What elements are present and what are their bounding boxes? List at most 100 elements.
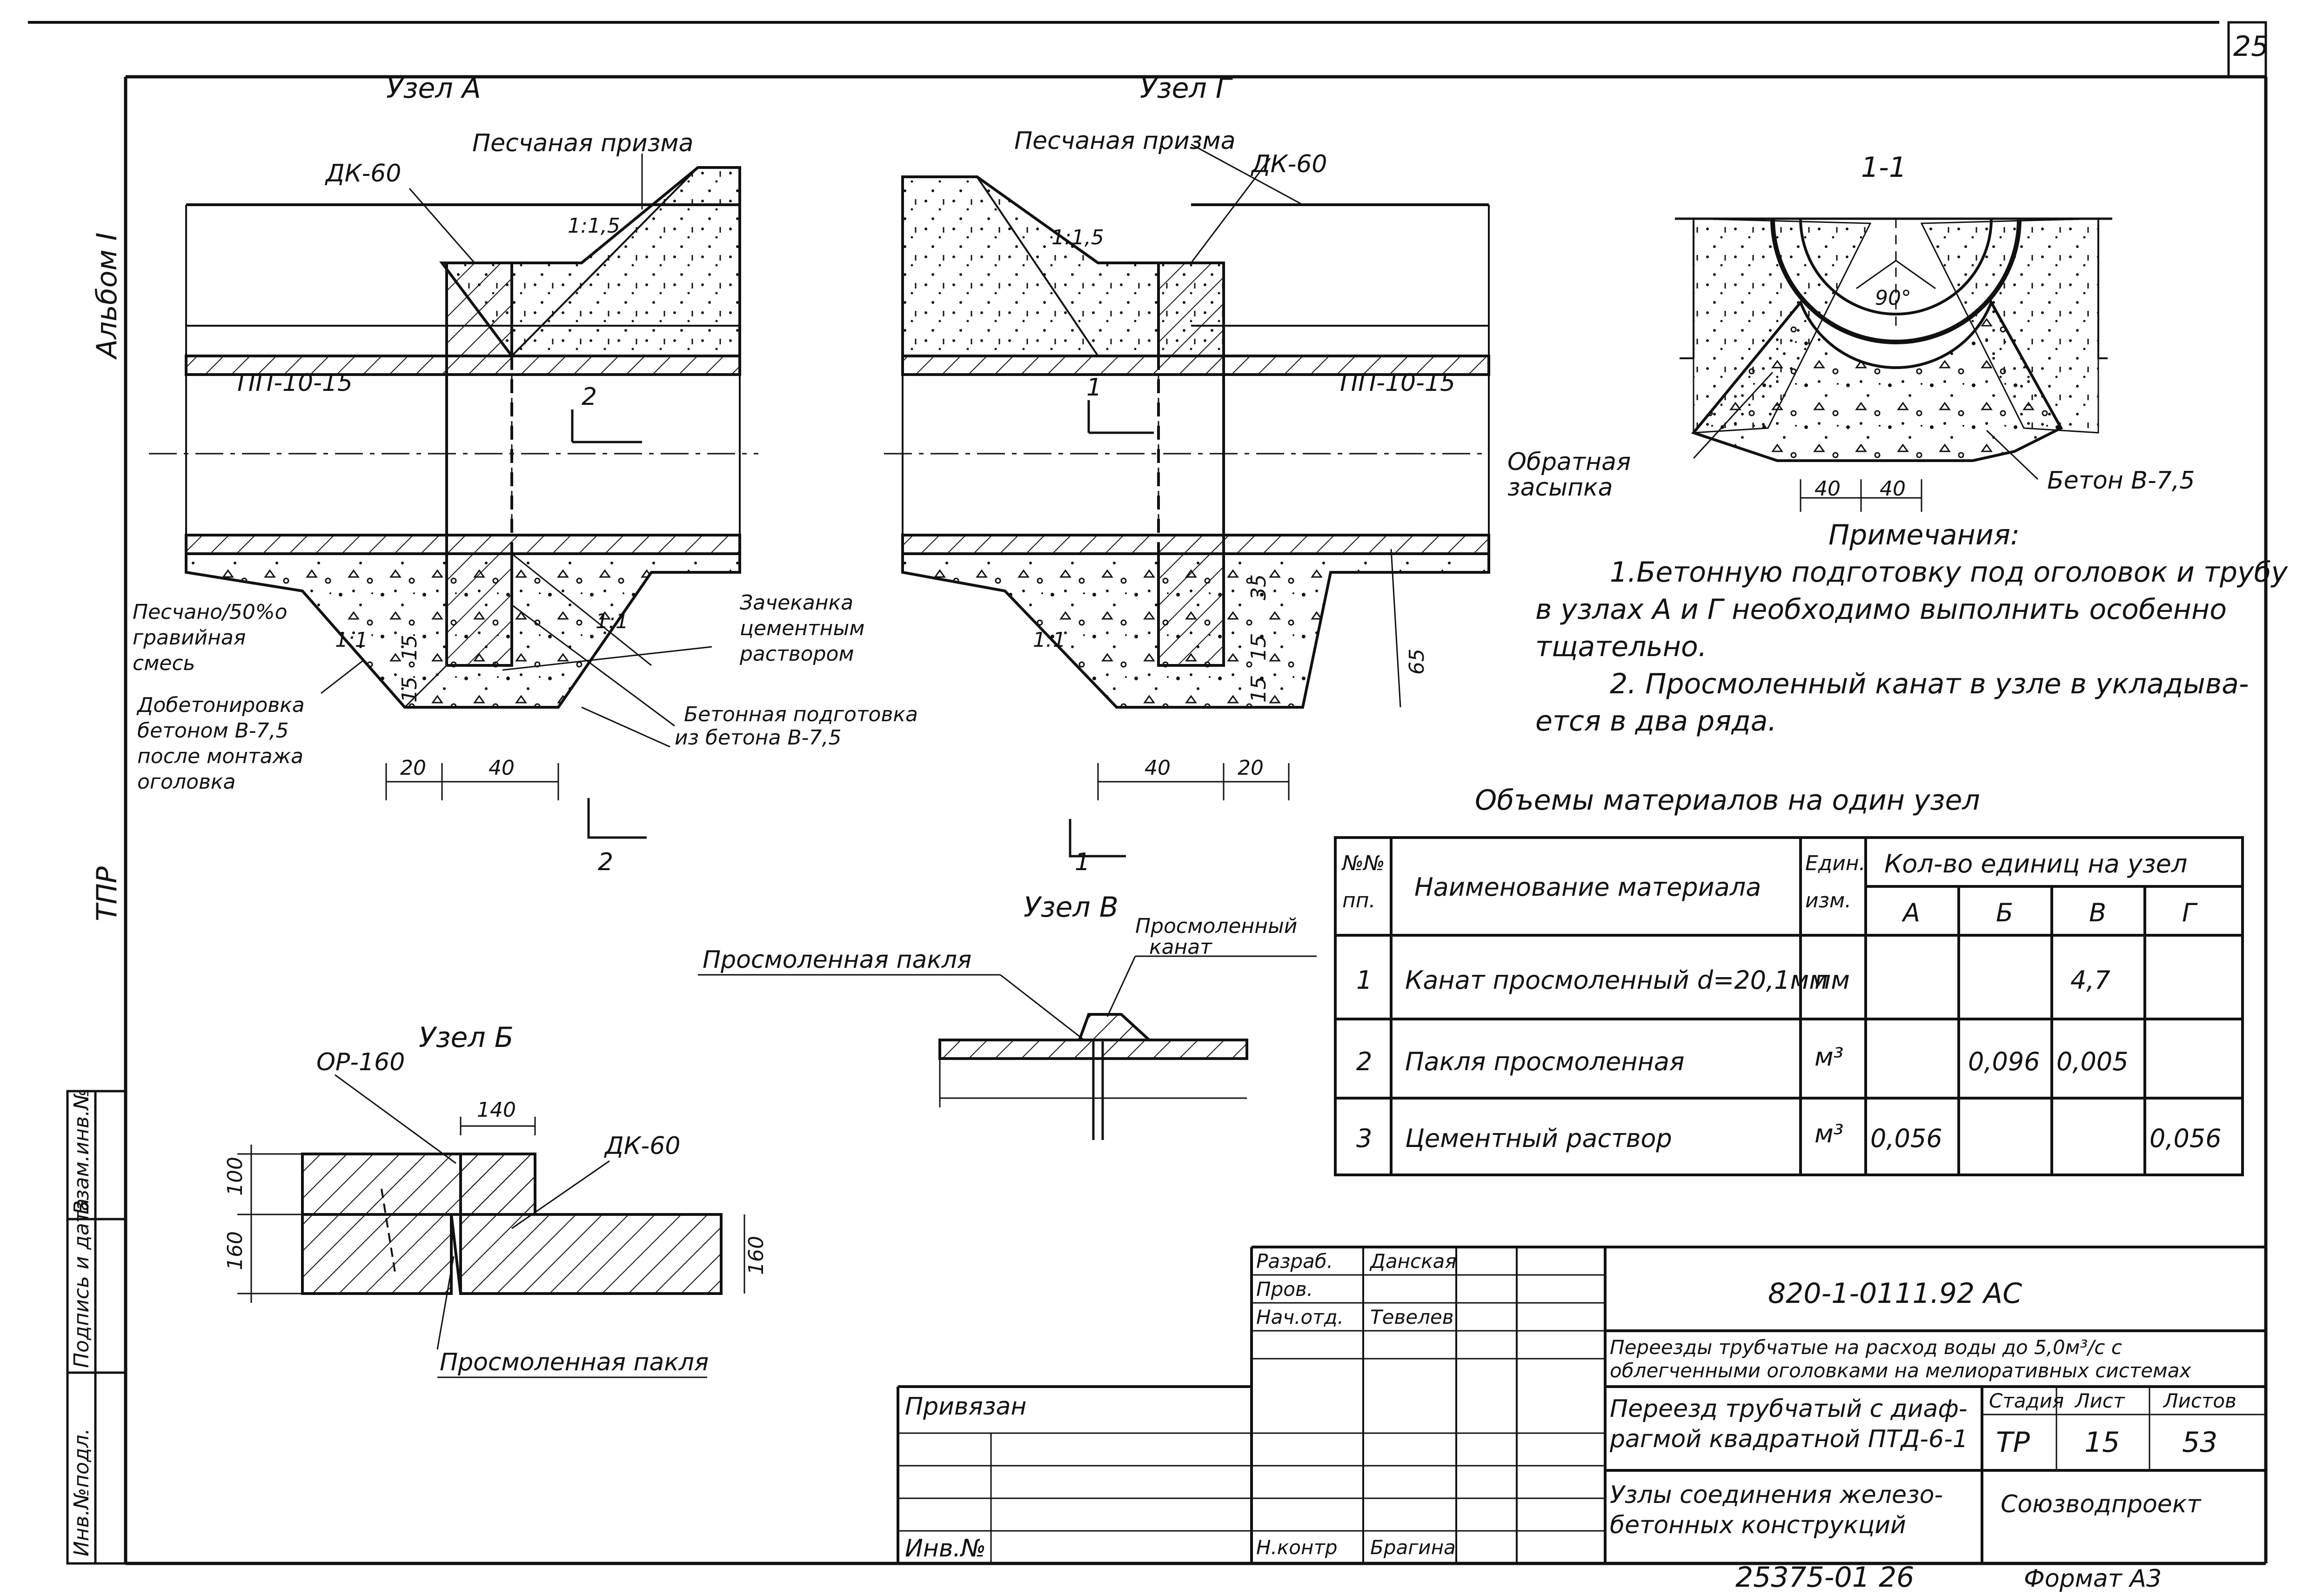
uzel-a-drawing [149, 154, 758, 839]
uzel-a-sand-gravel-2: гравийная [133, 626, 246, 650]
mt-col-name: Наименование материала [1414, 872, 1761, 902]
tb-razrab: Разраб. [1256, 1250, 1333, 1273]
section-11-concrete: Бетон В-7,5 [2047, 467, 2195, 495]
uzel-v-drawing [698, 955, 1317, 1140]
uzel-b-title: Узел Б [419, 1021, 514, 1054]
section-11-backfill-2: засыпка [1507, 474, 1613, 502]
mt-col-qty: Кол-во единиц на узел [1884, 849, 2187, 878]
uzel-b-or: ОР-160 [316, 1048, 405, 1076]
uzel-g-dim-40: 40 [1145, 756, 1171, 780]
tb-razrab-name: Данская [1369, 1250, 1456, 1273]
tb-doc-code: 820-1-0111.92 АС [1768, 1277, 2022, 1310]
mt-row1-unit: пм [1815, 966, 1850, 995]
tb-content-2: бетонных конструкций [1610, 1511, 1906, 1539]
uzel-g-title: Узел Г [1140, 72, 1233, 105]
mt-sub-v: В [2089, 898, 2106, 927]
notes-2-l1: 2. Просмоленный канат в узле в укладыва- [1610, 668, 2249, 700]
uzel-g-dk: ДК-60 [1251, 150, 1327, 178]
uzel-a-slope1: 1:1,5 [568, 214, 620, 238]
tb-sheet-title-2: рагмой квадратной ПТД-6-1 [1609, 1425, 1968, 1453]
mt-row3-no: 3 [1356, 1124, 1372, 1153]
tb-content-1: Узлы соединения железо- [1610, 1481, 1943, 1509]
section-11-dim-40a: 40 [1815, 477, 1841, 501]
tb-nkontr: Н.контр [1256, 1536, 1338, 1559]
uzel-g-slope2: 1:1 [1033, 628, 1066, 652]
uzel-a-title: Узел А [386, 72, 481, 105]
notes-1-l3: тщательно. [1535, 630, 1707, 663]
uzel-a-concreting-4: оголовка [137, 770, 235, 794]
uzel-b-dim-140: 140 [477, 1098, 516, 1122]
uzel-b-dim-160a: 160 [223, 1231, 247, 1270]
section-11-dim-40b: 40 [1880, 477, 1906, 501]
tpr-label: ТПР [91, 866, 123, 921]
uzel-a-caulk-2: цементным [740, 617, 864, 640]
tb-privyazan: Привязан [905, 1393, 1026, 1421]
tb-sheet-title-1: Переезд трубчатый с диаф- [1610, 1395, 1968, 1423]
tb-sheets: 53 [2182, 1426, 2217, 1459]
notes-1-l2: в узлах А и Г необходимо выполнить особе… [1535, 593, 2227, 626]
section-11-drawing [1675, 217, 2112, 512]
mt-row3-g: 0,056 [2149, 1124, 2222, 1153]
mt-sub-g: Г [2182, 898, 2198, 927]
uzel-a-caulk-3: раствором [739, 642, 854, 666]
uzel-a-dim-40: 40 [489, 756, 515, 780]
tb-prov: Пров. [1256, 1278, 1313, 1301]
uzel-g-drawing [884, 143, 1490, 858]
tb-archive: 25375-01 26 [1735, 1561, 1914, 1594]
uzel-v-rope-2: канат [1149, 935, 1212, 959]
uzel-v-tow: Просмоленная пакля [703, 946, 971, 974]
tb-inv: Инв.№ [905, 1535, 986, 1562]
mt-row1-no: 1 [1356, 966, 1372, 995]
tb-sheets-h: Листов [2163, 1389, 2236, 1412]
tb-sheet-h: Лист [2074, 1389, 2125, 1412]
uzel-a-dim-15b: 15 [398, 677, 422, 703]
notes-title: Примечания: [1828, 519, 2020, 551]
mt-row2-unit: м³ [1815, 1042, 1843, 1072]
mt-row1-name: Канат просмоленный d=20,1мм [1405, 966, 1828, 995]
uzel-b-drawing [237, 1074, 745, 1378]
mt-row2-b: 0,096 [1968, 1047, 2040, 1076]
stamp-replaced-inv: Взам.инв.№ [70, 1088, 94, 1214]
uzel-g-slope1: 1:1,5 [1051, 226, 1104, 249]
tb-format: Формат А3 [2024, 1565, 2162, 1593]
tb-sheet: 15 [2084, 1426, 2120, 1459]
sheet-frame [28, 21, 2268, 1565]
uzel-a-cut-num: 2 [598, 848, 613, 876]
uzel-a-sand-prism: Песчаная призма [472, 129, 694, 157]
uzel-a-slope2: 1:1 [335, 628, 368, 652]
tb-project-2: облегченными оголовками на мелиоративных… [1610, 1359, 2191, 1382]
materials-caption: Объемы материалов на один узел [1475, 784, 1980, 817]
uzel-b-tow: Просмоленная пакля [440, 1348, 709, 1376]
uzel-a-section-mark: 2 [582, 383, 597, 411]
uzel-a-caulk-1: Зачеканка [740, 591, 853, 615]
uzel-a-concreting-2: бетоном В-7,5 [137, 719, 289, 743]
mt-row3-name: Цементный раствор [1405, 1124, 1672, 1153]
stamp-signature-date: Подпись и дата [70, 1199, 94, 1368]
mt-col-no-2: пп. [1342, 889, 1376, 912]
tb-stage-h: Стадия [1989, 1389, 2064, 1412]
notes-2-l2: ется в два ряда. [1535, 705, 1777, 738]
notes-1-l1: 1.Бетонную подготовку под оголовок и тру… [1610, 556, 2289, 589]
mt-col-unit-2: изм. [1805, 889, 1851, 912]
uzel-a-base-2: из бетона В-7,5 [675, 726, 842, 750]
title-block-grid [897, 1246, 2266, 1563]
uzel-g-pp: ПП-10-15 [1340, 369, 1455, 397]
uzel-a-concreting-3: после монтажа [137, 744, 303, 768]
uzel-g-dim-15b: 15 [1247, 677, 1271, 703]
uzel-g-cut-num: 1 [1075, 848, 1090, 876]
left-stamp-strip [66, 1090, 127, 1565]
uzel-g-sand-prism: Песчаная призма [1014, 127, 1236, 155]
uzel-a-slope3: 1:1 [596, 610, 629, 633]
uzel-g-dim-65: 65 [1405, 649, 1429, 675]
uzel-v-title: Узел В [1024, 891, 1118, 924]
uzel-b-dim-160b: 160 [744, 1236, 768, 1275]
tb-nach: Нач.отд. [1256, 1306, 1344, 1328]
tb-nach-name: Тевелев [1370, 1306, 1454, 1328]
tb-nkontr-name: Брагина [1370, 1536, 1456, 1559]
uzel-a-sand-gravel-3: смесь [133, 651, 195, 675]
uzel-a-dim-15a: 15 [398, 635, 422, 661]
materials-table-grid [1334, 836, 2244, 1176]
page-number: 25 [2233, 30, 2269, 63]
uzel-a-concreting-1: Добетонировка [136, 693, 305, 717]
